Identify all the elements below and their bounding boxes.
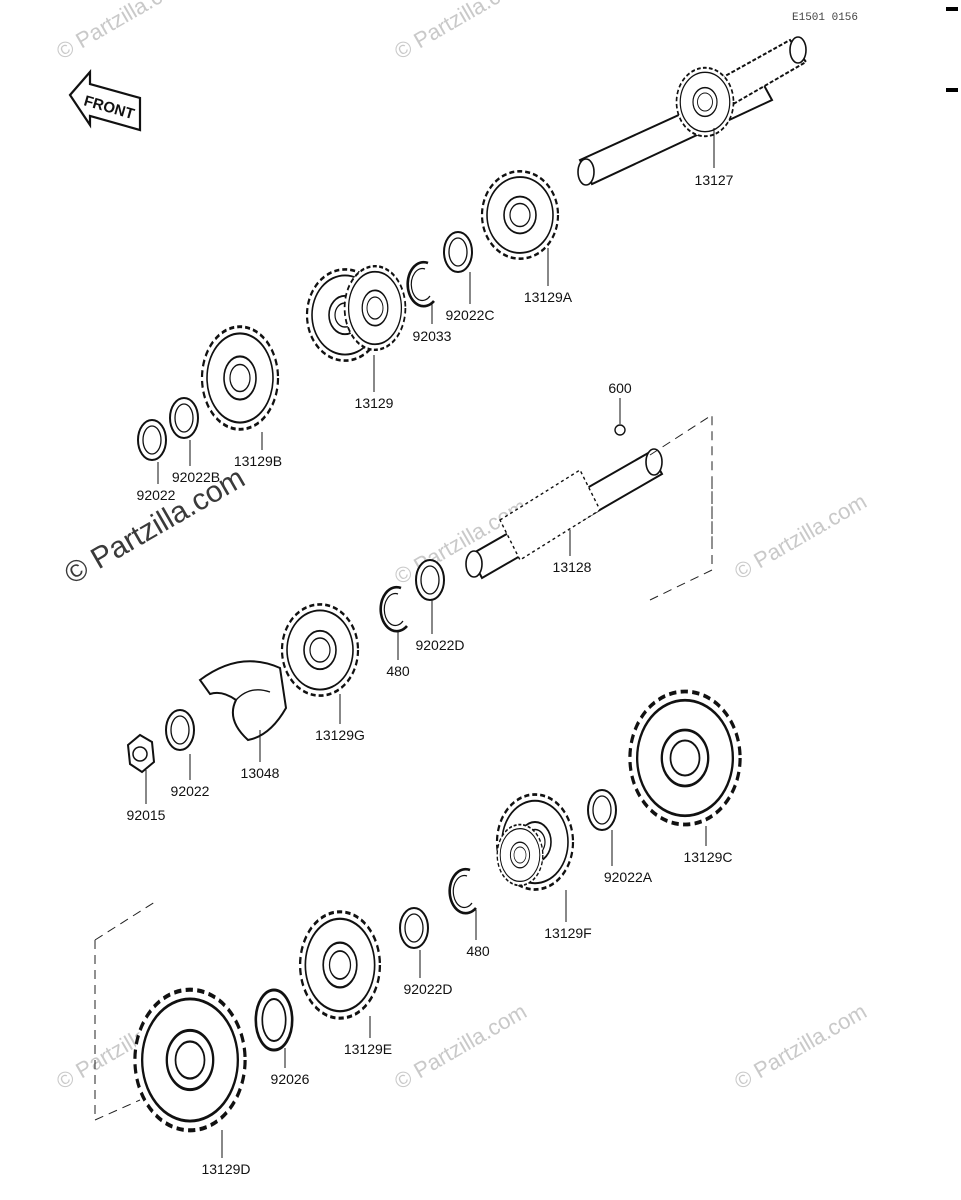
washer-92022-lower [165, 709, 195, 751]
part-label-13129G: 13129G [315, 727, 365, 743]
circlip-480 [379, 585, 409, 633]
part-label-13048: 13048 [241, 765, 280, 781]
part-label-92022A: 92022A [604, 869, 653, 885]
watermark-6: © Partzilla.com [730, 999, 871, 1095]
shaft-bracket-dashed-lines [649, 414, 713, 601]
part-label-480: 480 [386, 663, 410, 679]
page-edge-mark-top [946, 7, 958, 11]
part-label-92022D: 92022D [415, 637, 464, 653]
part-label-13127: 13127 [695, 172, 734, 188]
page-edge-mark-middle [946, 88, 958, 92]
watermark-5: © Partzilla.com [390, 999, 531, 1095]
circlip-480-lower [448, 867, 478, 915]
washer-92022 [137, 419, 167, 461]
part-label-92022-lower: 92022 [171, 783, 210, 799]
front-arrow-icon: FRONT [68, 69, 142, 132]
watermark-2: © Partzilla.com [390, 0, 531, 64]
washer-92026 [254, 988, 294, 1052]
watermark-1: © Partzilla.com [52, 0, 193, 64]
part-label-92022C: 92022C [445, 307, 494, 323]
part-label-13129: 13129 [355, 395, 394, 411]
part-label-13129F: 13129F [544, 925, 591, 941]
part-label-13129A: 13129A [524, 289, 573, 305]
gear-13129B [200, 325, 280, 431]
output-shaft-13127 [577, 36, 808, 186]
watermark-layer: © Partzilla.com © Partzilla.com © Partzi… [52, 0, 871, 1094]
washer-92022C [443, 231, 473, 273]
part-label-13129E: 13129E [344, 1041, 392, 1057]
part-label-13128: 13128 [553, 559, 592, 575]
washer-92022A [587, 789, 617, 831]
part-label-92015: 92015 [127, 807, 166, 823]
washer-92022D [415, 559, 445, 601]
gear-13129A [480, 170, 560, 260]
nut-92015 [126, 733, 156, 774]
drive-shaft-13128 [465, 424, 664, 580]
circlip-92033 [406, 260, 436, 308]
page-code: E1501 0156 [792, 12, 858, 24]
cam-13048 [198, 660, 288, 742]
gear-13129D [135, 990, 245, 1131]
part-label-92022: 92022 [137, 487, 176, 503]
part-label-92022D-lower: 92022D [403, 981, 452, 997]
part-label-13129C: 13129C [683, 849, 732, 865]
part-label-92026: 92026 [271, 1071, 310, 1087]
washer-92022D-lower [399, 907, 429, 949]
gear-13129E [298, 910, 382, 1020]
part-label-92033: 92033 [413, 328, 452, 344]
part-label-13129B: 13129B [234, 453, 282, 469]
watermark-large: © Partzilla.com [59, 461, 251, 591]
part-label-13129D: 13129D [201, 1161, 250, 1177]
lower-bracket-dashed-lines [94, 899, 159, 1121]
washer-92022B [169, 397, 199, 439]
part-label-480-lower: 480 [466, 943, 490, 959]
watermark-3: © Partzilla.com [730, 489, 871, 585]
gear-13129C [627, 689, 743, 827]
gear-13129G [280, 603, 360, 697]
part-label-92022B: 92022B [172, 469, 220, 485]
part-label-600: 600 [608, 380, 632, 396]
